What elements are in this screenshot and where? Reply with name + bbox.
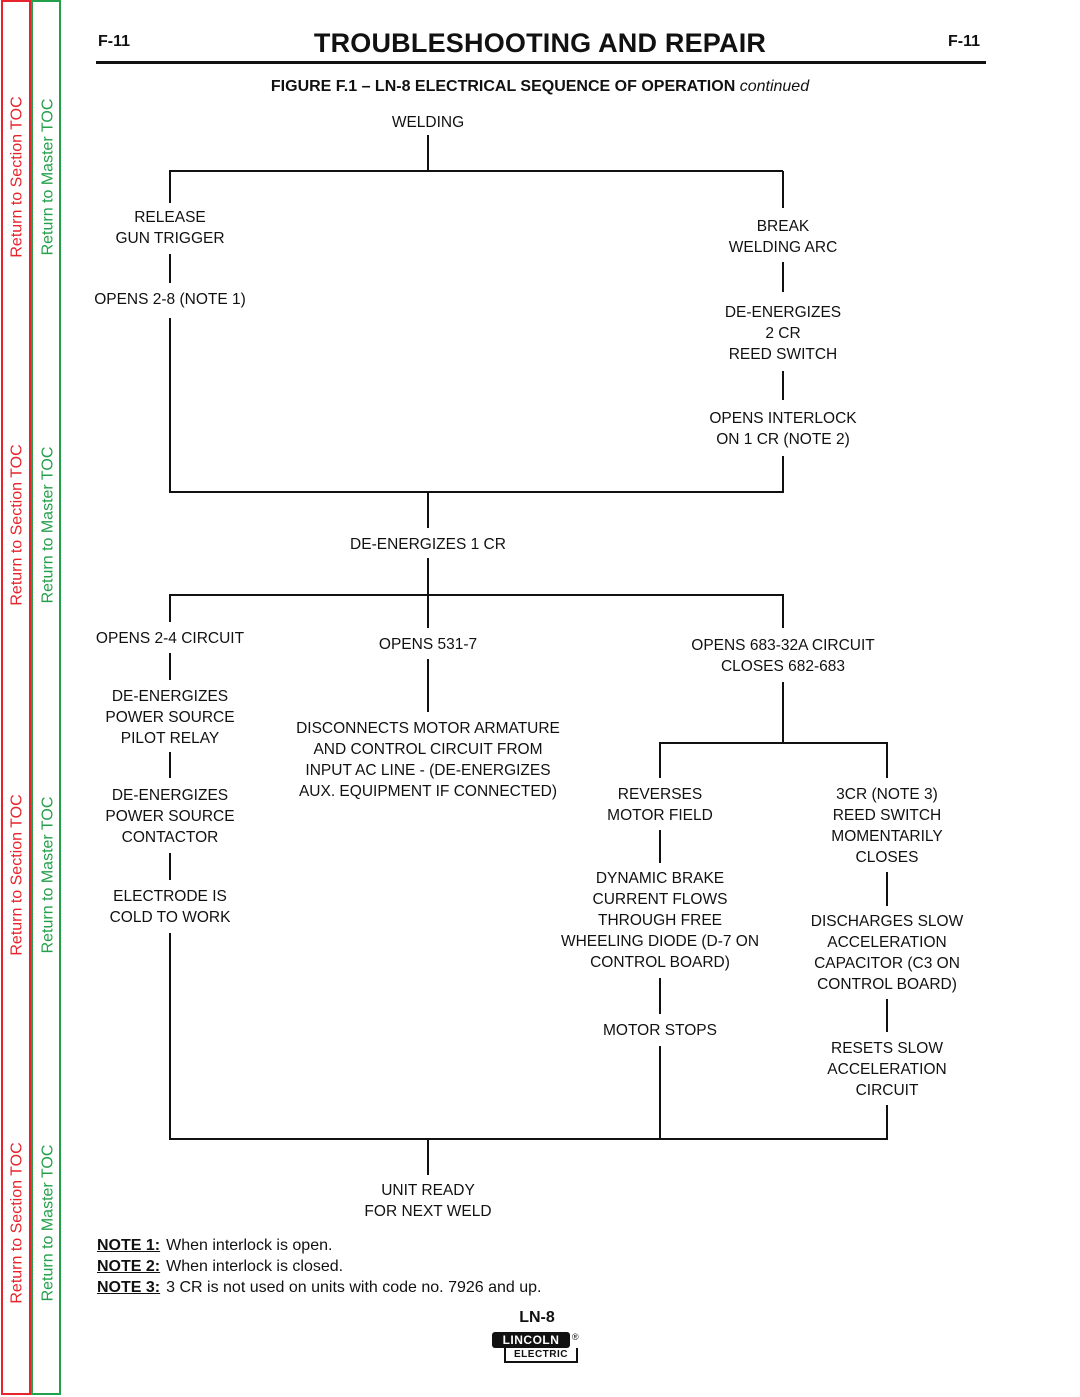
master-toc-bar: Return to Master TOC Return to Master TO… [31,0,61,1395]
note-2: NOTE 2: When interlock is closed. [97,1258,343,1276]
step-resets-slow-acceleration: RESETS SLOW ACCELERATION CIRCUIT [827,1040,947,1099]
figure-title: FIGURE F.1 – LN-8 ELECTRICAL SEQUENCE OF… [0,78,1080,96]
note-text: When interlock is closed. [166,1258,344,1275]
step-dynamic-brake: DYNAMIC BRAKE CURRENT FLOWS THROUGH FREE… [560,870,760,971]
step-release-gun-trigger: RELEASE GUN TRIGGER [115,209,225,247]
step-motor-stops: MOTOR STOPS [603,1022,717,1039]
step-opens-531-7: OPENS 531-7 [378,636,478,653]
logo-registered-mark: ® [572,1332,579,1342]
note-label: NOTE 1: [97,1237,161,1254]
step-opens-2-8: OPENS 2-8 (NOTE 1) [94,291,246,308]
logo-bottom-text: ELECTRIC [504,1348,578,1363]
step-welding: WELDING [391,114,465,131]
section-toc-bar: Return to Section TOC Return to Section … [1,0,31,1395]
figure-title-text: FIGURE F.1 – LN-8 ELECTRICAL SEQUENCE OF… [270,78,736,95]
model-name: LN-8 [519,1309,555,1326]
step-deenergizes-2cr: DE-ENERGIZES 2 CR REED SWITCH [724,304,842,363]
step-disconnects-motor-armature: DISCONNECTS MOTOR ARMATURE AND CONTROL C… [296,720,560,800]
step-opens-interlock: OPENS INTERLOCK ON 1 CR (NOTE 2) [709,410,857,448]
lincoln-electric-logo: LINCOLN ® ELECTRIC [492,1332,580,1364]
note-1: NOTE 1: When interlock is open. [97,1237,332,1255]
page-title: TROUBLESHOOTING AND REPAIR [313,28,767,58]
logo-top-text: LINCOLN [492,1332,570,1348]
step-electrode-cold: ELECTRODE IS COLD TO WORK [109,888,231,926]
page-number-left: F-11 [98,33,131,50]
step-opens-2-4-circuit: OPENS 2-4 CIRCUIT [95,630,245,647]
step-deenergizes-pilot-relay: DE-ENERGIZES POWER SOURCE PILOT RELAY [105,688,235,747]
title-rule [96,61,986,64]
step-unit-ready: UNIT READY FOR NEXT WELD [364,1182,492,1220]
note-text: 3 CR is not used on units with code no. … [166,1279,542,1296]
note-label: NOTE 2: [97,1258,161,1275]
step-3cr-reed-switch: 3CR (NOTE 3) REED SWITCH MOMENTARILY CLO… [831,786,943,866]
note-label: NOTE 3: [97,1279,161,1296]
note-text: When interlock is open. [166,1237,333,1254]
page-number-right: F-11 [948,33,981,50]
step-deenergizes-contactor: DE-ENERGIZES POWER SOURCE CONTACTOR [105,787,235,846]
step-discharges-slow-acceleration: DISCHARGES SLOW ACCELERATION CAPACITOR (… [810,913,964,993]
note-3: NOTE 3: 3 CR is not used on units with co… [97,1279,541,1297]
step-break-welding-arc: BREAK WELDING ARC [728,218,838,256]
step-opens-683-32a: OPENS 683-32A CIRCUIT CLOSES 682-683 [691,637,875,675]
step-deenergizes-1cr: DE-ENERGIZES 1 CR [350,536,506,553]
figure-continued: continued [739,78,810,95]
step-reverses-motor-field: REVERSES MOTOR FIELD [607,786,713,824]
